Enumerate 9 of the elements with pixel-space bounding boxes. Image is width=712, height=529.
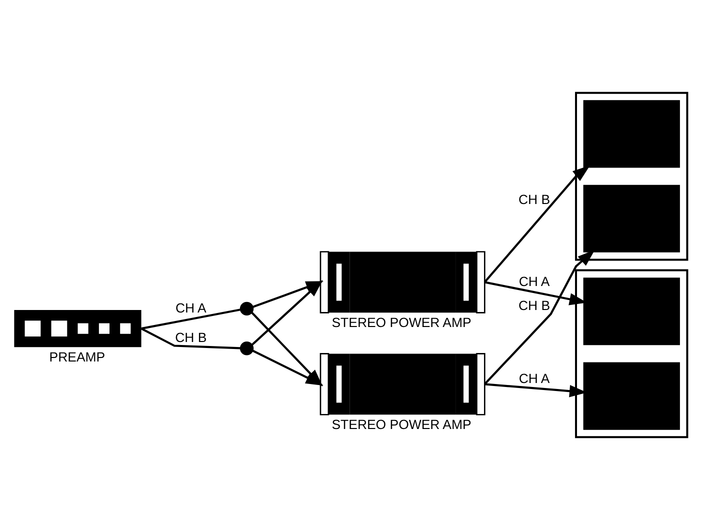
edge-label: CH A	[176, 300, 206, 316]
node-label: STEREO POWER AMP	[332, 314, 472, 330]
edge-label: CH B	[175, 329, 207, 344]
node-label: STEREO POWER AMP	[332, 416, 472, 432]
edge-label: CH B	[518, 298, 550, 313]
edge-label: CH A	[518, 274, 550, 289]
edge-label: CH A	[518, 370, 550, 386]
edge-label: CH B	[518, 192, 550, 207]
node-label: PREAMP	[49, 349, 106, 364]
